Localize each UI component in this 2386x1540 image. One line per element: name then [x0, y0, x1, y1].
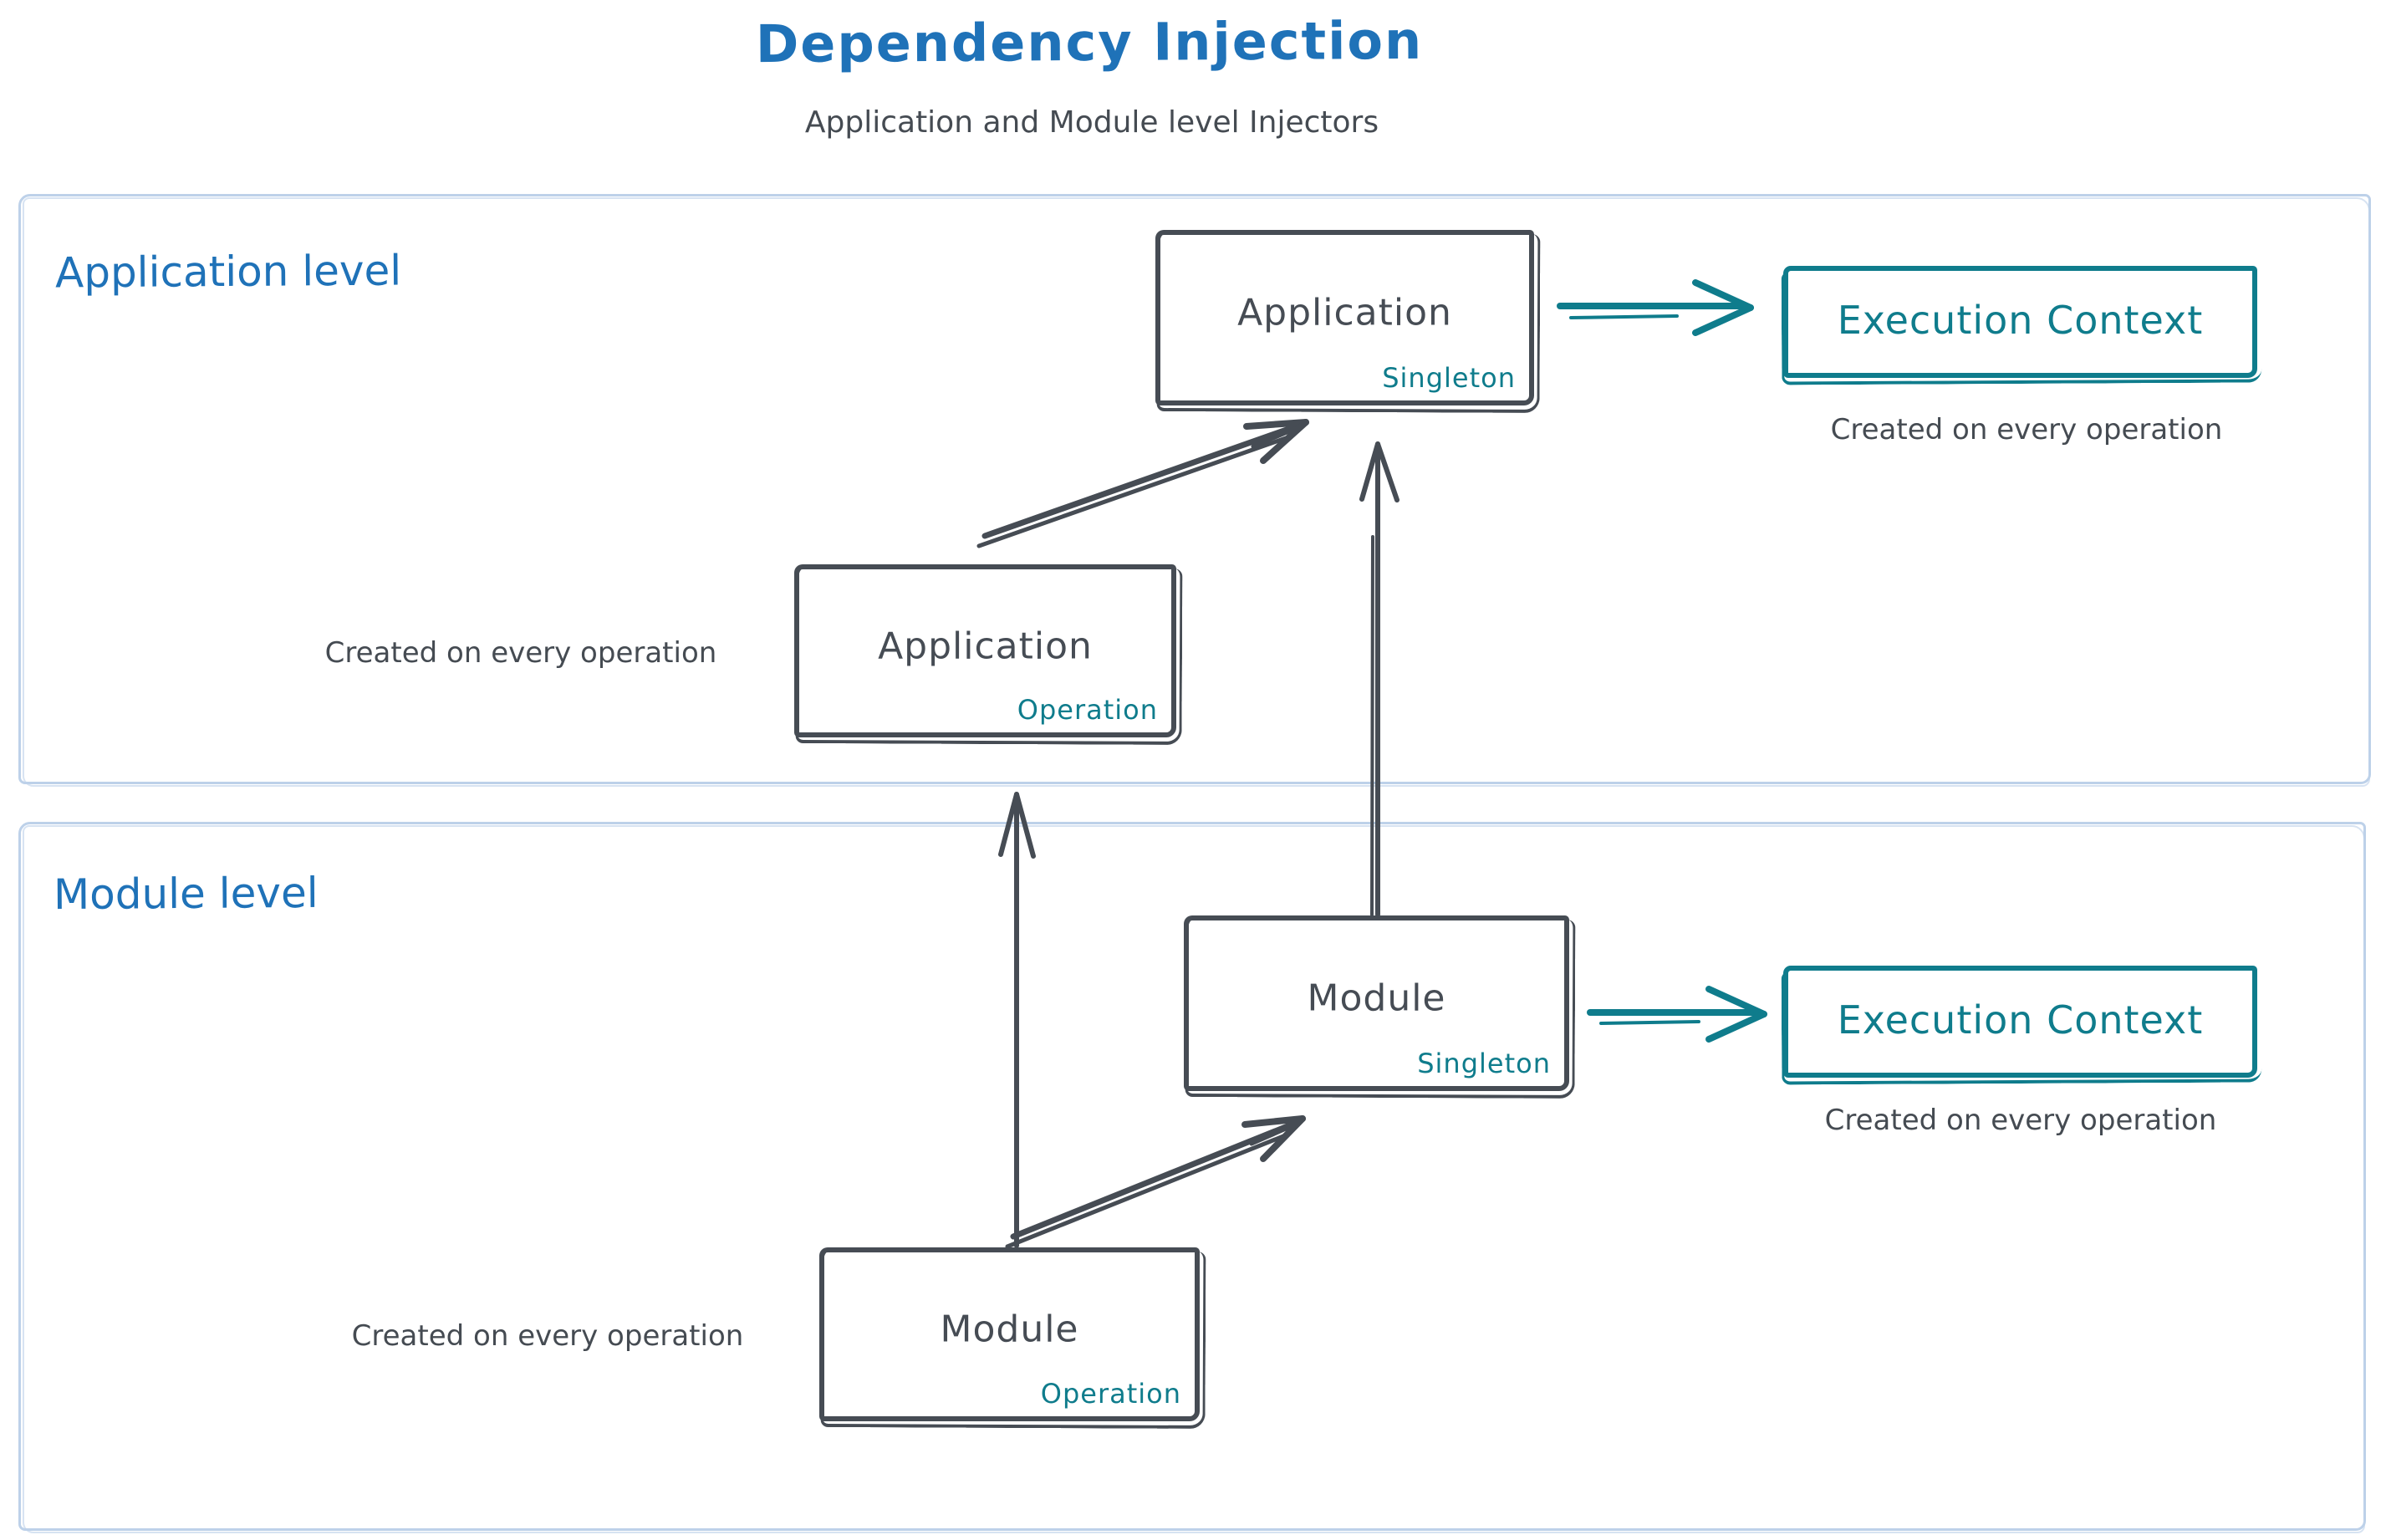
page-title: Dependency Injection [755, 9, 1424, 75]
module-singleton-box: Module Singleton [1184, 915, 1569, 1091]
application-operation-tag: Operation [1017, 694, 1158, 726]
application-execution-context-caption: Created on every operation [1830, 413, 2223, 446]
application-operation-title: Application [878, 624, 1093, 667]
module-singleton-tag: Singleton [1417, 1048, 1551, 1079]
application-operation-caption: Created on every operation [324, 636, 717, 670]
module-execution-context-caption: Created on every operation [1824, 1104, 2217, 1137]
application-execution-context-box: Execution Context [1783, 266, 2257, 378]
module-operation-title: Module [940, 1308, 1079, 1351]
module-operation-box: Module Operation [819, 1247, 1200, 1421]
module-singleton-title: Module [1307, 977, 1446, 1020]
application-singleton-box: Application Singleton [1155, 230, 1534, 405]
module-execution-context-box: Execution Context [1783, 966, 2257, 1078]
application-singleton-title: Application [1237, 291, 1452, 334]
page-subtitle: Application and Module level Injectors [804, 105, 1379, 140]
application-singleton-tag: Singleton [1382, 362, 1516, 394]
application-level-label: Application level [54, 246, 402, 298]
module-operation-caption: Created on every operation [351, 1319, 744, 1353]
module-level-label: Module level [53, 868, 319, 920]
module-execution-context-title: Execution Context [1837, 997, 2204, 1043]
module-operation-tag: Operation [1040, 1378, 1181, 1410]
application-operation-box: Application Operation [794, 564, 1176, 737]
application-execution-context-title: Execution Context [1837, 297, 2204, 343]
